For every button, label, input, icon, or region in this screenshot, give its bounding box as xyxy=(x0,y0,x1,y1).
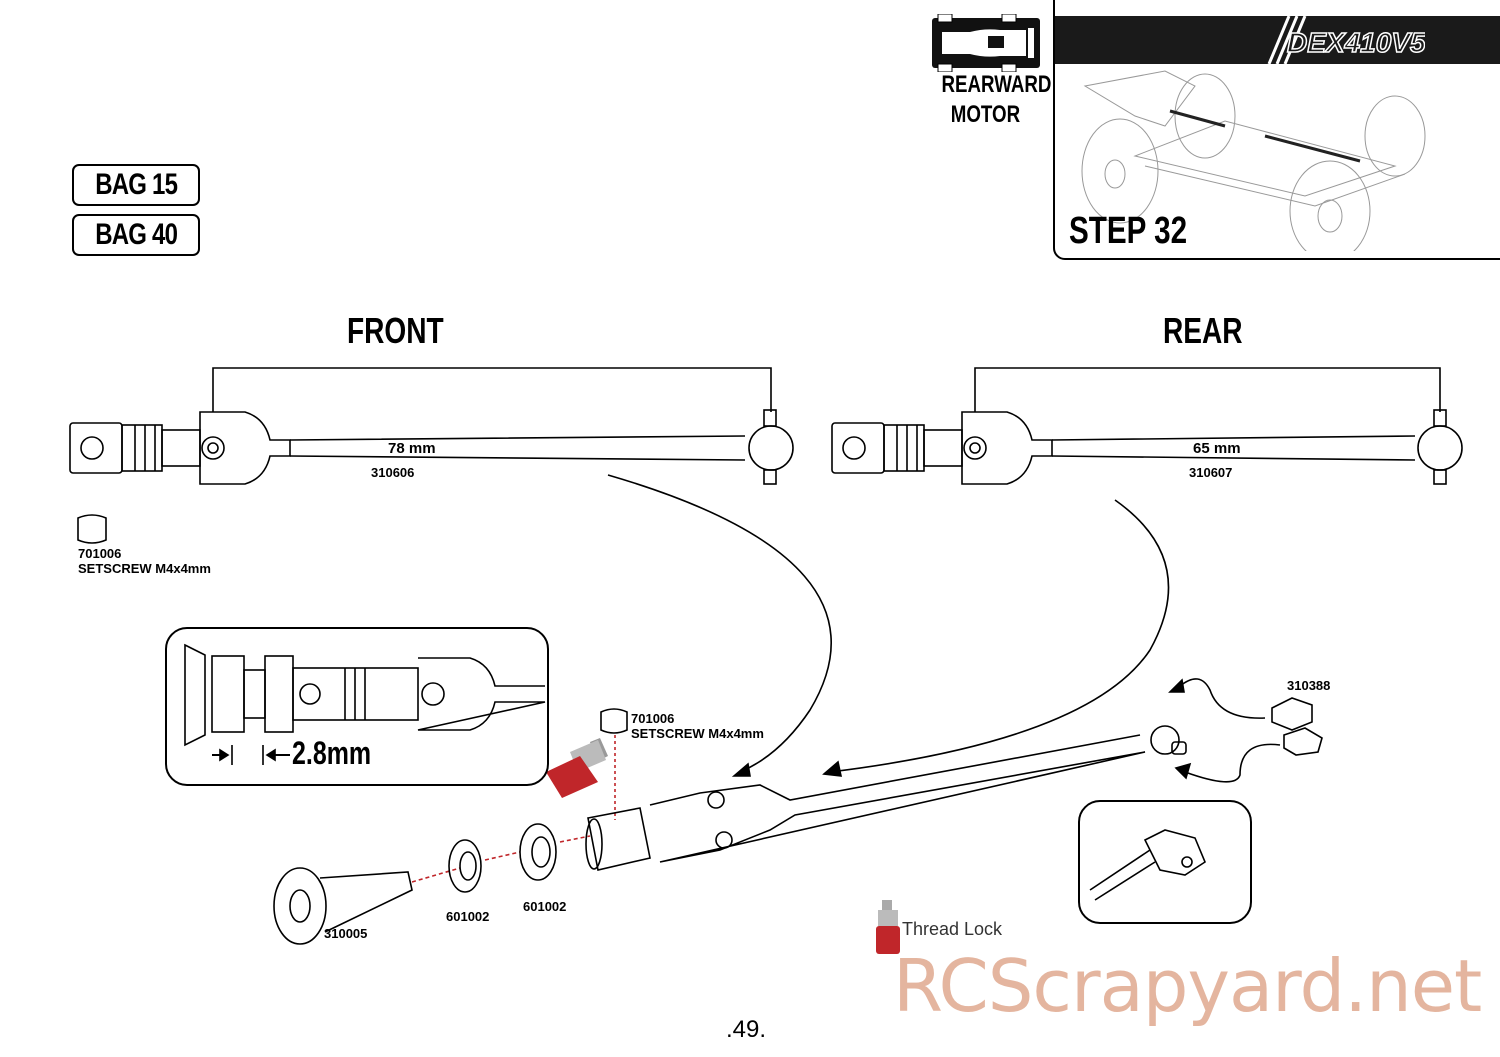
setscrew-label: 701006 SETSCREW M4x4mm xyxy=(78,546,211,576)
bearing1-part-label: 601002 xyxy=(446,909,490,924)
rear-length-label: 65 mm xyxy=(1193,440,1241,457)
bearing-601002-1 xyxy=(448,839,482,893)
page-number: .49. xyxy=(726,1016,767,1043)
setscrew-icon xyxy=(77,514,107,544)
threadlock-bottle-icon xyxy=(546,738,608,798)
rear-title: REAR xyxy=(1163,310,1243,351)
step-label: STEP 32 xyxy=(1069,210,1188,252)
front-arrow xyxy=(607,474,833,773)
front-part-number: 310606 xyxy=(371,465,415,480)
setscrew-icon-2 xyxy=(600,708,628,734)
alignment-dashed-line xyxy=(411,835,591,883)
rear-length-bracket xyxy=(974,367,1441,412)
cup-part-label: 310388 xyxy=(1287,678,1331,693)
rearward-motor-label: REARWARD MOTOR xyxy=(941,71,1052,128)
cup-310388 xyxy=(1271,697,1323,756)
rearward-motor-car-icon xyxy=(932,14,1040,72)
bag-40-label: BAG 40 xyxy=(72,214,200,256)
bag-15-label: BAG 15 xyxy=(72,164,200,206)
bearing2-part-label: 601002 xyxy=(523,899,567,914)
car-overview-illustration xyxy=(1081,70,1426,251)
front-length-bracket xyxy=(212,367,772,412)
front-driveshaft-310606 xyxy=(69,409,794,485)
threadlock-bottle-icon-2 xyxy=(876,900,900,954)
front-title: FRONT xyxy=(347,310,444,351)
detail-inset-box xyxy=(165,627,549,786)
step-box xyxy=(1053,0,1500,260)
center-driveshaft xyxy=(585,725,1187,871)
cup-inset-box xyxy=(1078,800,1252,924)
dex410-logo: DEX410V5 xyxy=(1267,16,1425,64)
rear-driveshaft-310607 xyxy=(831,409,1463,485)
front-length-label: 78 mm xyxy=(388,440,436,457)
svg-text:DEX410V5: DEX410V5 xyxy=(1287,27,1425,58)
cup-inset-drawing xyxy=(1089,829,1206,901)
assembly-setscrew-label: 701006 SETSCREW M4x4mm xyxy=(631,711,764,741)
detail-inset-drawing xyxy=(184,643,546,765)
bearing-601002-2 xyxy=(519,823,557,881)
rear-arrow xyxy=(829,499,1170,773)
threadlock-label: Thread Lock xyxy=(902,919,1003,939)
gear-part-label: 310005 xyxy=(324,926,368,941)
rear-part-number: 310607 xyxy=(1189,465,1233,480)
gap-dimension-label: 2.8mm xyxy=(292,735,372,771)
watermark: RCScrapyard.net xyxy=(893,944,1482,1028)
pinion-gear-310005 xyxy=(273,867,413,945)
